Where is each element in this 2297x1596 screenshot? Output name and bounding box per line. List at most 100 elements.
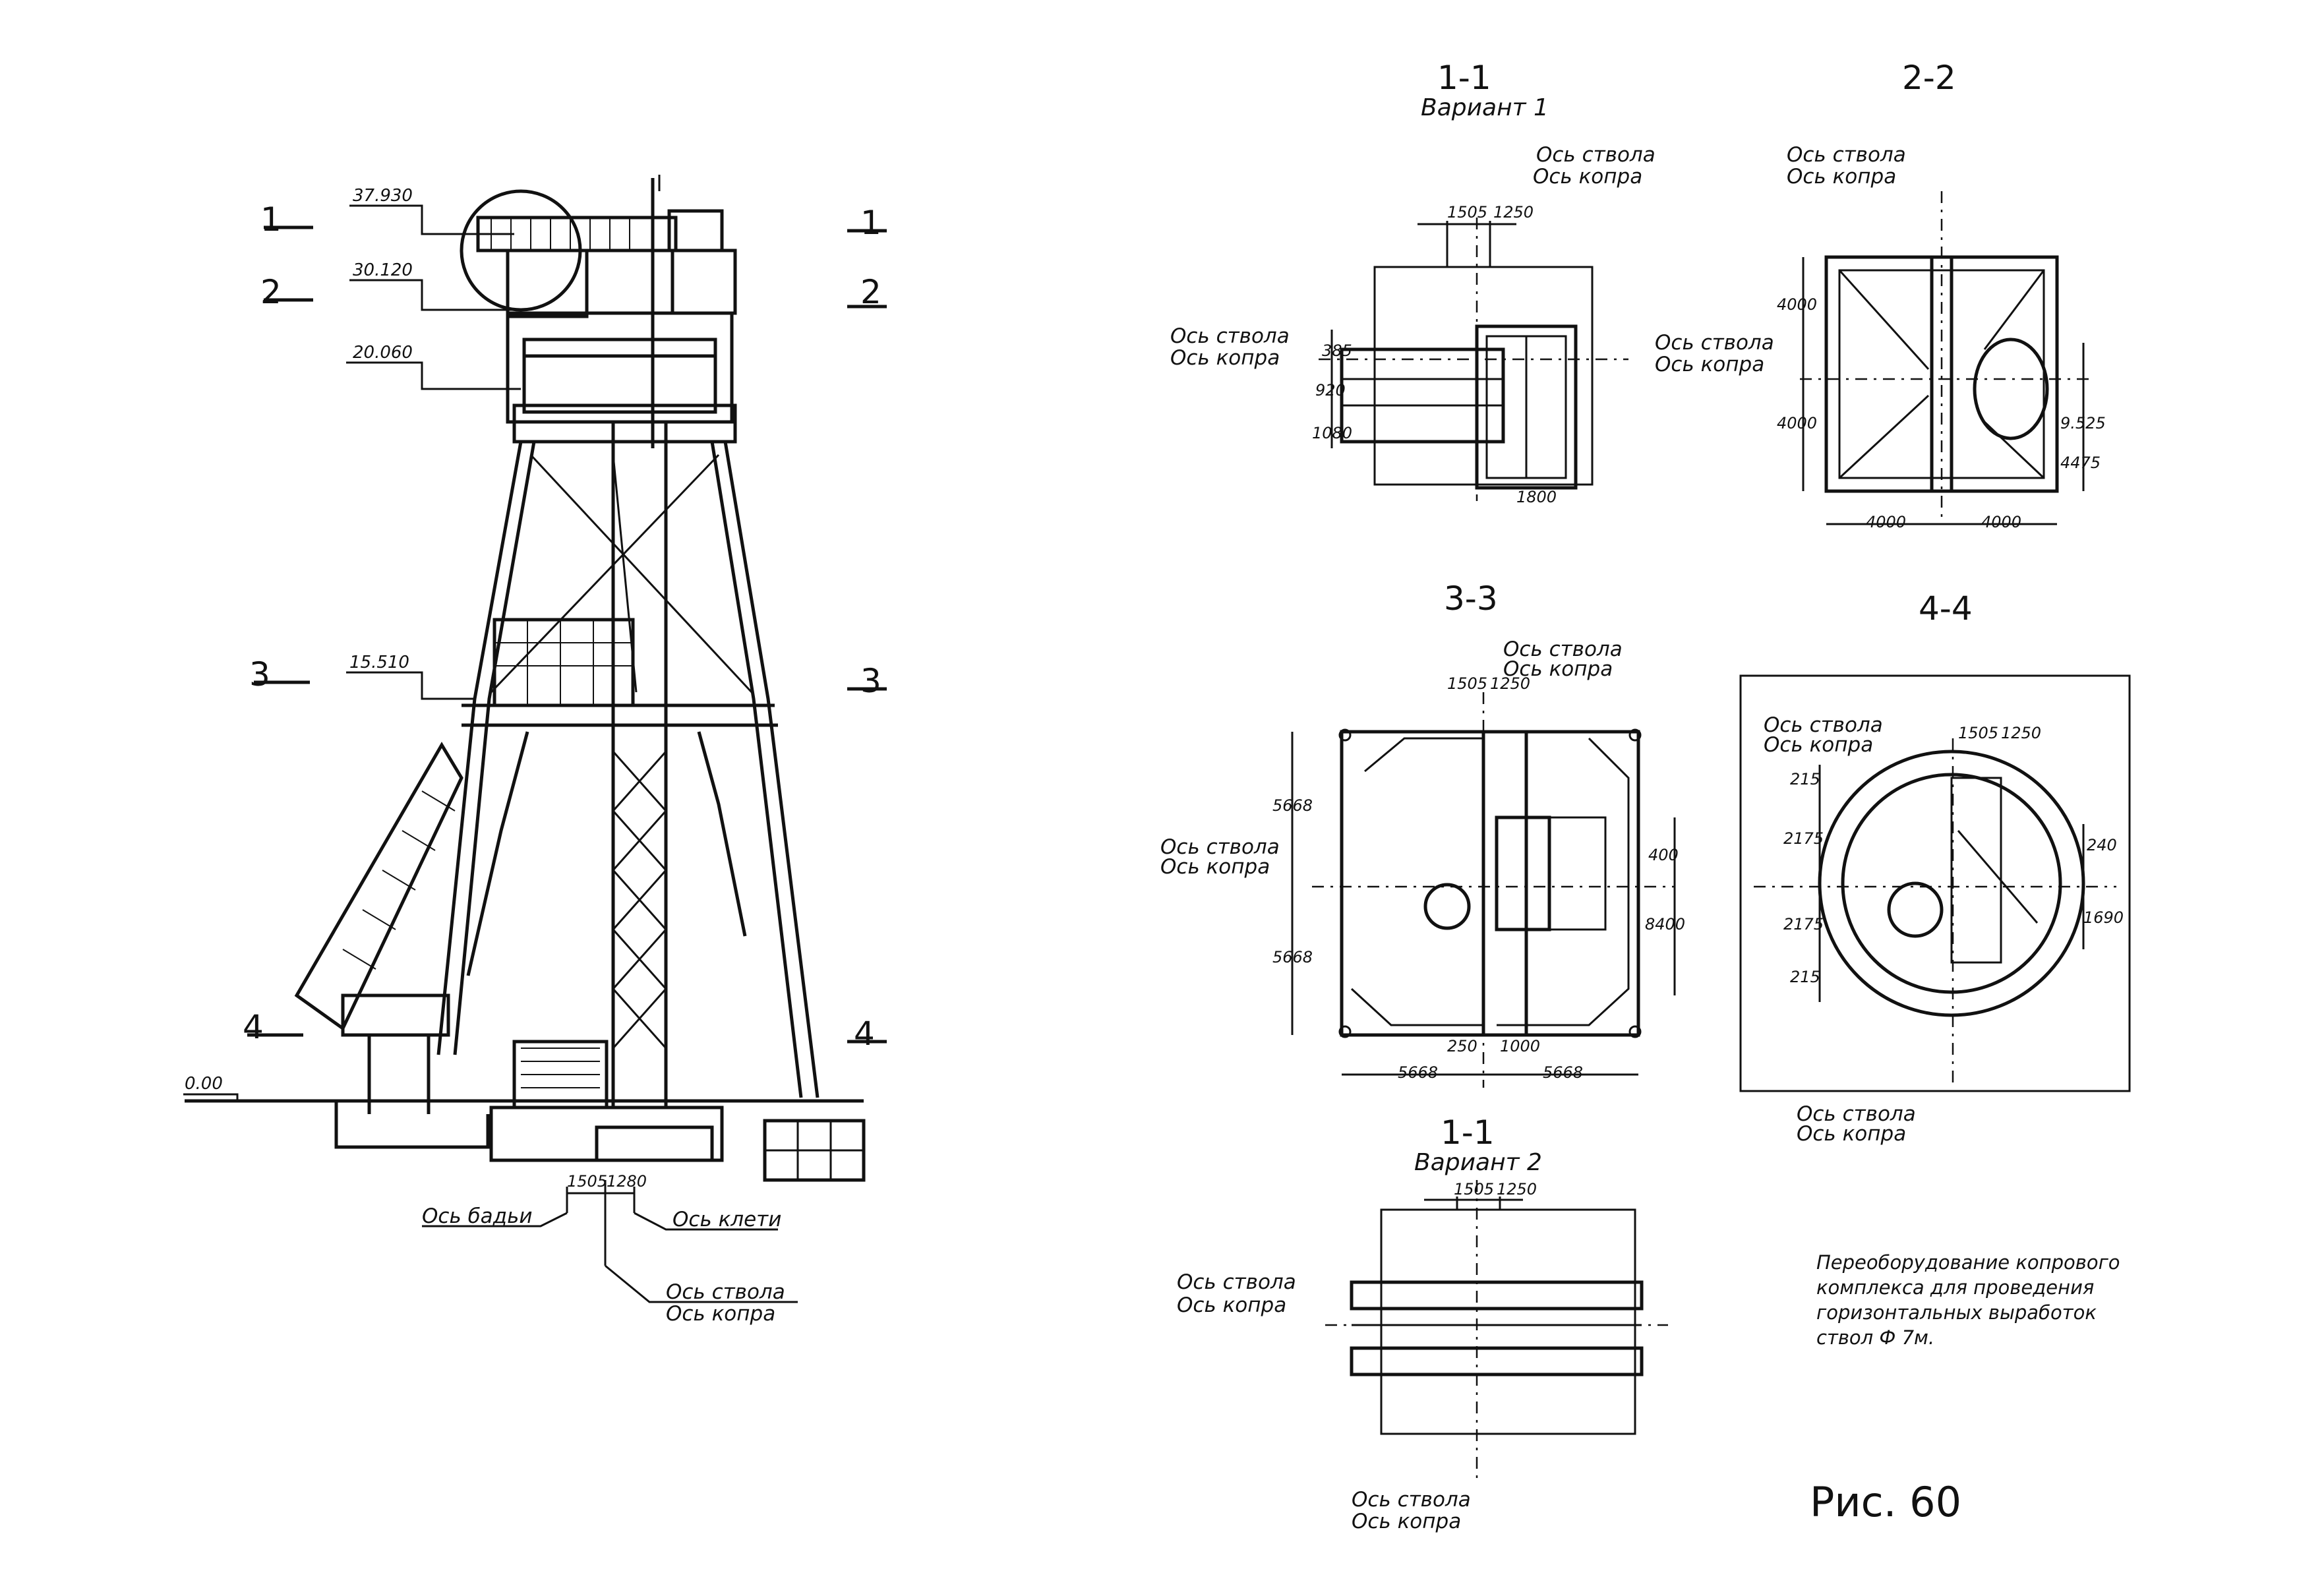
s33-axis-top-shaft: Ось ствола bbox=[1503, 637, 1623, 661]
left-leg bbox=[436, 441, 523, 1055]
s33-dim-bottom-1: 5668 bbox=[1543, 1063, 1583, 1082]
section-mark-left-4: 4 bbox=[243, 1008, 264, 1046]
s11v2-axis-left-headframe: Ось копра bbox=[1177, 1293, 1286, 1317]
level-000: 0.00 bbox=[185, 1074, 223, 1094]
section-mark-right-1: 1 bbox=[860, 204, 881, 242]
s33-axis-left-headframe: Ось копра bbox=[1160, 855, 1270, 879]
section-mark-left-2: 2 bbox=[260, 273, 282, 311]
s22-axis-left-shaft: Ось ствола bbox=[1655, 331, 1774, 355]
section-3-3-title: 3-3 bbox=[1444, 579, 1498, 618]
axis-cage-label: Ось клети bbox=[672, 1208, 781, 1231]
level-30120: 30.120 bbox=[353, 260, 413, 280]
dim-1280-elev: 1280 bbox=[607, 1172, 647, 1191]
s11v1-axis-top-headframe: Ось копра bbox=[1533, 165, 1642, 189]
caption-line-1: Переоборудование копрового bbox=[1816, 1251, 2120, 1274]
cage-strip-lower bbox=[1350, 1346, 1644, 1376]
s11v1-dim-top-0: 1505 bbox=[1447, 203, 1487, 222]
axis-headframe-label: Ось копра bbox=[666, 1302, 775, 1326]
s22-dim-left-0: 4000 bbox=[1777, 295, 1817, 314]
section-1-1-variant-1 bbox=[1319, 218, 1628, 501]
section-mark-right-3: 3 bbox=[860, 662, 881, 700]
section-mark-left-3: 3 bbox=[249, 655, 270, 694]
caption-line-3: горизонтальных выработок bbox=[1816, 1301, 2097, 1324]
s22-axis-left-headframe: Ось копра bbox=[1655, 353, 1764, 376]
s11v1-dim-left-1: 920 bbox=[1315, 381, 1346, 399]
caption-line-4: ствол Ф 7м. bbox=[1816, 1326, 1934, 1349]
s44-axis-top-headframe: Ось копра bbox=[1764, 733, 1873, 757]
cage-strip-upper bbox=[1350, 1280, 1644, 1311]
section-1-1-v1-variant: Вариант 1 bbox=[1421, 94, 1549, 121]
inclined-gallery bbox=[294, 742, 463, 1031]
dim-1505-elev: 1505 bbox=[567, 1172, 607, 1191]
s33-dim-bottom-0: 5668 bbox=[1398, 1063, 1438, 1082]
section-mark-right-2: 2 bbox=[860, 273, 881, 311]
s33-dim-left-1: 5668 bbox=[1272, 948, 1313, 966]
section-1-1-v1-title: 1-1 bbox=[1437, 59, 1491, 97]
guide-tower bbox=[611, 420, 668, 1109]
level-15510: 15.510 bbox=[349, 653, 409, 672]
cage-compartment bbox=[1340, 347, 1505, 444]
s11v2-dim-top-0: 1505 bbox=[1454, 1180, 1494, 1198]
s11v1-axis-left-shaft: Ось ствола bbox=[1170, 324, 1290, 348]
s44-dim-left-3: 215 bbox=[1790, 968, 1820, 986]
right-leg bbox=[723, 441, 820, 1098]
section-2-2-title: 2-2 bbox=[1902, 59, 1956, 97]
frame-3-3 bbox=[1340, 730, 1640, 1037]
s33-dim-top-1: 1250 bbox=[1490, 674, 1530, 693]
s33-dim-right-0: 400 bbox=[1648, 846, 1679, 864]
s11v1-dim-top-1: 1250 bbox=[1493, 203, 1534, 222]
s44-dim-top-0: 1505 bbox=[1958, 724, 1998, 742]
section-1-1-variant-2 bbox=[1325, 1180, 1668, 1483]
section-mark-right-4: 4 bbox=[854, 1015, 875, 1053]
s22-dim-bottom-1: 4000 bbox=[1981, 513, 2021, 531]
level-20060: 20.060 bbox=[353, 343, 413, 363]
s33-dim-top-0: 1505 bbox=[1447, 674, 1487, 693]
s22-dim-bottom-0: 4000 bbox=[1866, 513, 1906, 531]
s33-dim-bottom-inner-1: 1000 bbox=[1500, 1037, 1540, 1055]
figure-label: Рис. 60 bbox=[1810, 1478, 1961, 1526]
s22-dim-right-0: 9.525 bbox=[2060, 414, 2106, 432]
section-1-1-v2-title: 1-1 bbox=[1441, 1113, 1495, 1152]
s44-dim-left-1: 2175 bbox=[1783, 829, 1824, 848]
s44-dim-right-0: 240 bbox=[2087, 836, 2117, 854]
shaft-circle-3-3 bbox=[1423, 883, 1471, 930]
s44-dim-left-2: 2175 bbox=[1783, 915, 1824, 933]
caption-line-2: комплекса для проведения bbox=[1816, 1276, 2094, 1299]
foundation-left bbox=[334, 1101, 490, 1149]
section-2-2 bbox=[1800, 191, 2090, 525]
s11v1-axis-top-shaft: Ось ствола bbox=[1536, 143, 1656, 167]
s44-axis-top-shaft: Ось ствола bbox=[1764, 713, 1883, 737]
s33-dim-left-0: 5668 bbox=[1272, 796, 1313, 815]
s22-dim-right-1: 4475 bbox=[2060, 454, 2101, 472]
frame-2-2 bbox=[1824, 255, 2059, 493]
s33-dim-bottom-inner-0: 250 bbox=[1447, 1037, 1477, 1055]
s33-axis-left-shaft: Ось ствола bbox=[1160, 835, 1280, 859]
s44-dim-top-1: 1250 bbox=[2001, 724, 2041, 742]
s11v2-axis-left-shaft: Ось ствола bbox=[1177, 1270, 1296, 1294]
s11v1-axis-left-headframe: Ось копра bbox=[1170, 346, 1280, 370]
axis-shaft-label: Ось ствола bbox=[666, 1280, 785, 1304]
headframe-elevation bbox=[183, 175, 887, 1303]
section-mark-left-1: 1 bbox=[260, 200, 282, 239]
s44-dim-left-0: 215 bbox=[1790, 770, 1820, 788]
frame-4-4 bbox=[1739, 674, 2131, 1092]
level-37930: 37.930 bbox=[353, 186, 413, 206]
s33-dim-right-1: 8400 bbox=[1645, 915, 1685, 933]
s22-axis-top-shaft: Ось ствола bbox=[1787, 143, 1906, 167]
foundation-center bbox=[489, 1106, 724, 1162]
s22-dim-left-1: 4000 bbox=[1777, 414, 1817, 432]
s44-axis-bottom-headframe: Ось копра bbox=[1797, 1122, 1906, 1146]
s11v1-dim-bottom-0: 1800 bbox=[1516, 488, 1557, 506]
s11v1-dim-left-2: 1080 bbox=[1312, 424, 1352, 442]
section-4-4-title: 4-4 bbox=[1919, 589, 1973, 628]
axis-bucket-label: Ось бадьи bbox=[422, 1204, 533, 1228]
s11v1-dim-left-0: 385 bbox=[1322, 341, 1352, 360]
s44-axis-bottom-shaft: Ось ствола bbox=[1797, 1102, 1916, 1126]
section-3-3 bbox=[1291, 692, 1676, 1088]
section-4-4 bbox=[1739, 674, 2131, 1092]
shaft-ring-inner bbox=[1841, 773, 2062, 994]
s11v2-axis-bottom-headframe: Ось копра bbox=[1352, 1510, 1461, 1533]
s22-axis-top-headframe: Ось копра bbox=[1787, 165, 1896, 189]
s11v2-dim-top-1: 1250 bbox=[1497, 1180, 1537, 1198]
